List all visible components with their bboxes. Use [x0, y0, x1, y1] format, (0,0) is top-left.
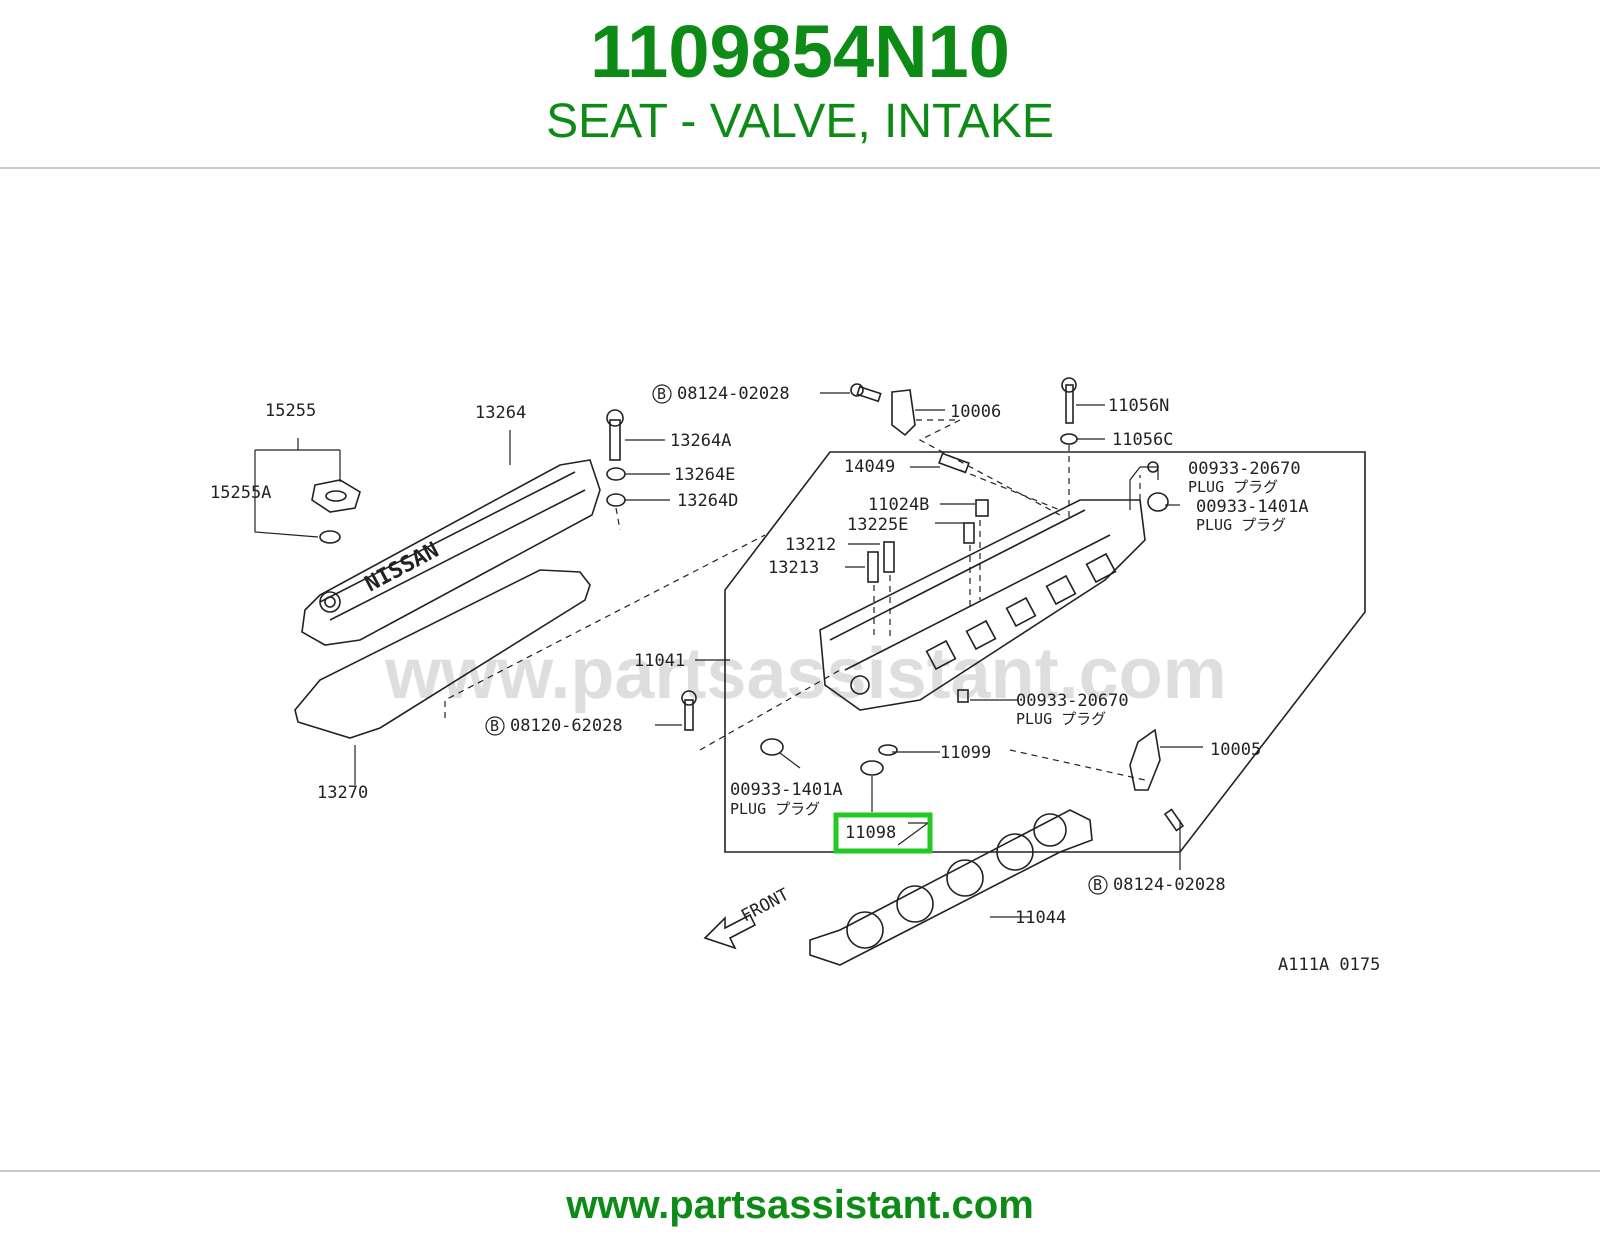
label-13213: 13213: [768, 558, 819, 578]
label-15255a: 15255A: [210, 483, 271, 503]
label-11024b: 11024B: [868, 495, 929, 515]
rocker-cover-drawing: NISSAN: [301, 459, 601, 646]
bolt-marker-bottom-letter: B: [1093, 876, 1102, 894]
label-11056n: 11056N: [1108, 396, 1169, 416]
label-13264: 13264: [475, 403, 526, 423]
nissan-cover-lettering: NISSAN: [361, 538, 443, 597]
footer-website-link[interactable]: www.partsassistant.com: [566, 1183, 1034, 1227]
bolt-marker-top: [652, 384, 672, 404]
small-components: [606, 377, 1185, 832]
label-13225e: 13225E: [847, 515, 908, 535]
page-header: 1109854N10 SEAT - VALVE, INTAKE: [0, 0, 1600, 168]
label-13270: 13270: [317, 783, 368, 803]
bolt-markers: B B B: [485, 384, 1108, 895]
label-08120-62028: 08120-62028: [510, 716, 623, 736]
label-00933-1401a-left: 00933-1401A: [730, 780, 843, 800]
label-00933-20670-top: 00933-20670: [1188, 459, 1301, 479]
engine-slinger-front-drawing: [891, 389, 916, 437]
rocker-cover-gasket-drawing: [294, 569, 591, 739]
label-15255: 15255: [265, 401, 316, 421]
front-label: FRONT: [738, 885, 793, 927]
bolt-marker-mid: [485, 716, 505, 736]
alignment-dashes: [444, 419, 1146, 781]
footer-divider: [0, 1170, 1600, 1172]
label-10006: 10006: [950, 402, 1001, 422]
leader-lines: [254, 392, 1203, 918]
label-11044: 11044: [1015, 908, 1066, 928]
front-direction-arrow: FRONT: [703, 885, 793, 950]
label-10005: 10005: [1210, 740, 1261, 760]
label-08124-top: 08124-02028: [677, 384, 790, 404]
part-name-subtitle: SEAT - VALVE, INTAKE: [546, 95, 1054, 148]
oil-filler-cap-drawing: [311, 479, 361, 544]
label-plug-top-1: PLUG プラグ: [1188, 478, 1278, 496]
label-14049: 14049: [844, 457, 895, 477]
highlighted-part-box[interactable]: [833, 812, 933, 854]
bolt-marker-mid-letter: B: [490, 717, 499, 735]
label-13264d: 13264D: [677, 491, 738, 511]
label-plug-left: PLUG プラグ: [730, 800, 820, 818]
parts-diagram: www.partsassistant.com NISSAN: [180, 340, 1420, 1010]
figure-code: A111A 0175: [1278, 955, 1380, 975]
bolt-marker-top-letter: B: [657, 385, 666, 403]
label-13212: 13212: [785, 535, 836, 555]
part-number-title: 1109854N10: [590, 10, 1010, 93]
label-13264a: 13264A: [670, 431, 731, 451]
engine-slinger-rear-drawing: [1129, 728, 1161, 791]
label-00933-20670-mid: 00933-20670: [1016, 691, 1129, 711]
label-13264e: 13264E: [674, 465, 735, 485]
label-11041: 11041: [634, 651, 685, 671]
head-gasket-drawing: [809, 809, 1093, 966]
header-divider: [0, 167, 1600, 169]
bolt-marker-bottom: [1088, 875, 1108, 895]
watermark-text: www.partsassistant.com: [384, 634, 1227, 714]
label-11056c: 11056C: [1112, 430, 1173, 450]
label-08124-bottom: 08124-02028: [1113, 875, 1226, 895]
cylinder-head-drawing: [819, 499, 1146, 711]
label-plug-top-2: PLUG プラグ: [1196, 516, 1286, 534]
label-plug-mid: PLUG プラグ: [1016, 710, 1106, 728]
label-11099: 11099: [940, 743, 991, 763]
label-00933-1401a-top: 00933-1401A: [1196, 497, 1309, 517]
exploded-view-drawing: www.partsassistant.com NISSAN: [210, 377, 1380, 975]
label-11098-highlighted: 11098: [845, 823, 896, 843]
